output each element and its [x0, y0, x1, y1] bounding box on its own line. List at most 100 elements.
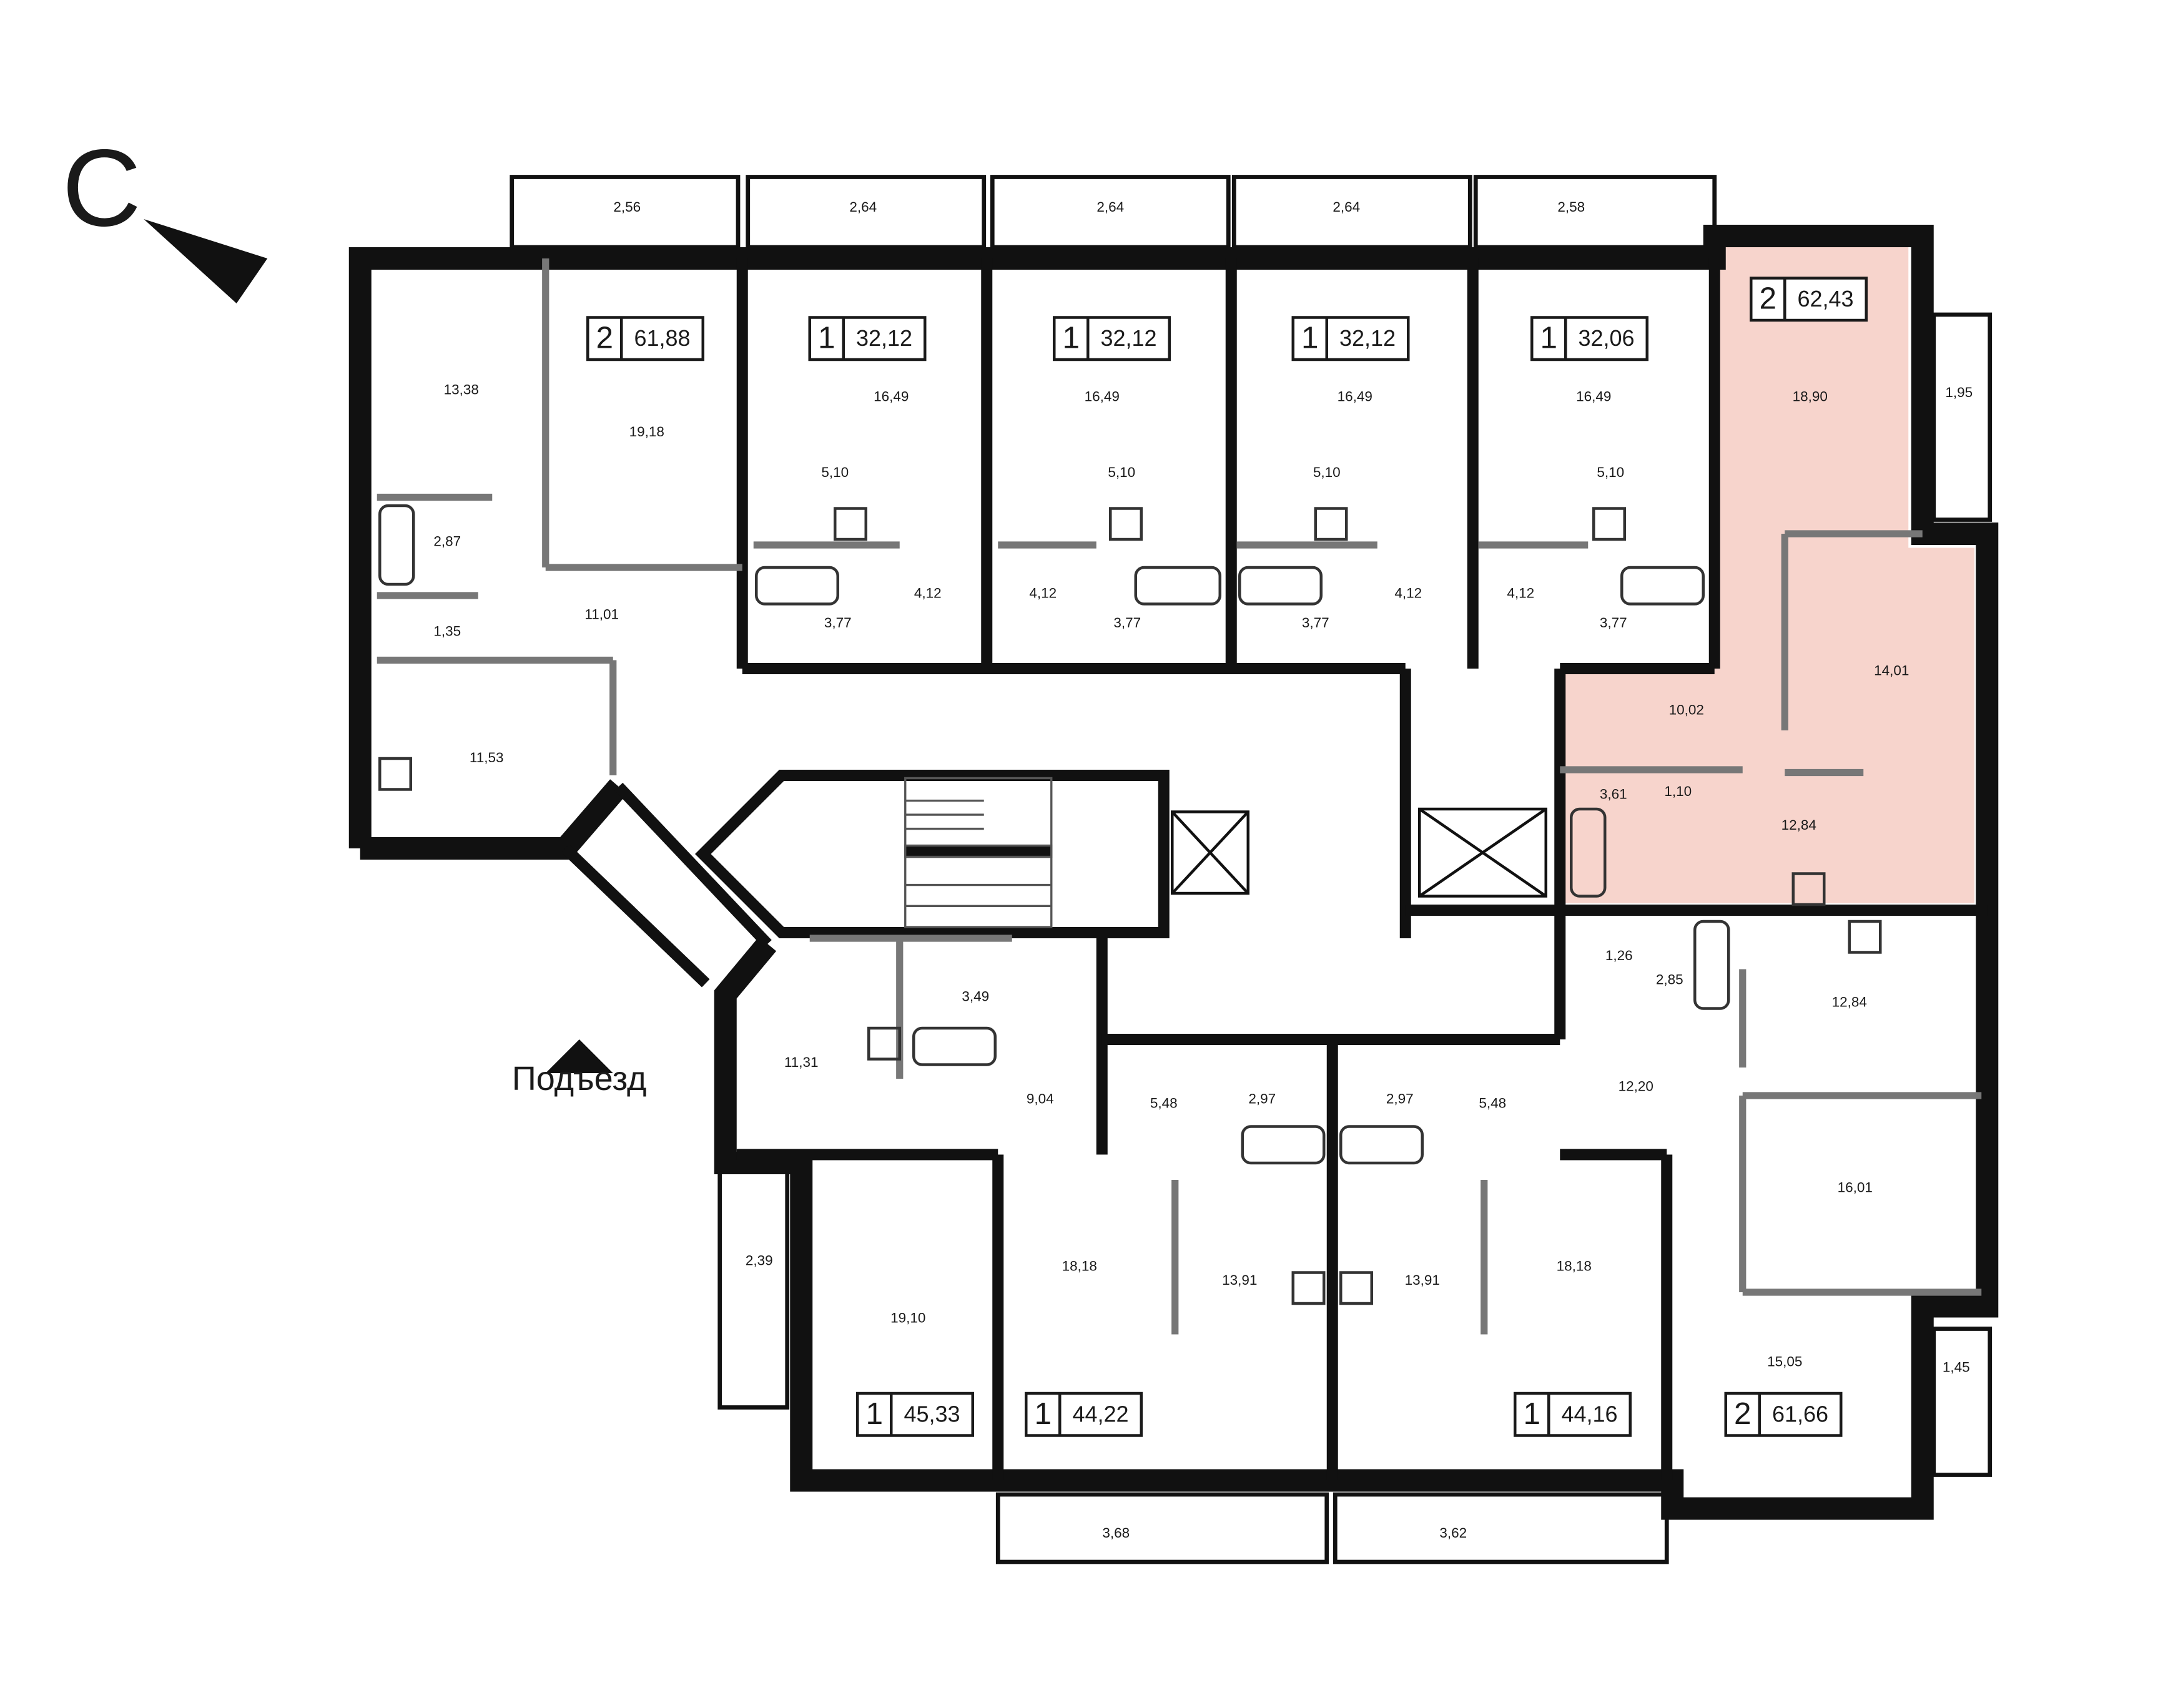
room-area: 14,01: [1874, 662, 1909, 678]
balcony-area: 1,95: [1945, 385, 1973, 400]
apartment-area: 32,12: [1100, 325, 1156, 351]
room-area: 5,48: [1150, 1095, 1178, 1111]
room-area: 3,77: [1113, 615, 1141, 631]
balcony-area: 3,68: [1102, 1525, 1130, 1541]
room-area: 5,10: [1313, 464, 1341, 480]
room-area: 13,38: [444, 381, 479, 397]
room-area: 19,10: [890, 1310, 925, 1326]
room-area: 3,77: [1302, 615, 1329, 631]
room-area: 12,20: [1619, 1078, 1653, 1094]
balcony-area: 1,45: [1943, 1359, 1970, 1375]
room-area: 4,12: [1029, 586, 1057, 601]
room-area: 2,97: [1386, 1091, 1414, 1107]
room-area: 16,49: [1338, 389, 1372, 405]
room-area: 3,77: [824, 615, 852, 631]
balcony-area: 2,64: [849, 199, 877, 215]
apartment-rooms: 1: [1540, 321, 1557, 355]
room-area: 5,48: [1479, 1095, 1506, 1111]
apartment-rooms: 2: [1734, 1396, 1752, 1431]
apartment-area: 32,06: [1578, 325, 1634, 351]
apartment-area: 44,16: [1561, 1401, 1617, 1427]
room-area: 4,12: [1394, 586, 1422, 601]
room-area: 16,01: [1838, 1179, 1873, 1195]
room-area: 1,26: [1605, 948, 1633, 963]
room-area: 3,61: [1600, 786, 1627, 802]
room-area: 5,10: [1108, 464, 1135, 480]
apartment-rooms: 1: [1523, 1396, 1540, 1431]
room-area: 13,91: [1405, 1272, 1440, 1288]
entrance-arrow-icon: [545, 1039, 613, 1073]
room-area: 9,04: [1027, 1091, 1054, 1107]
room-area: 2,87: [433, 533, 461, 549]
entrance-label: Подъезд: [512, 1060, 647, 1097]
balcony-area: 2,64: [1333, 199, 1360, 215]
apartment-rooms: 1: [1034, 1396, 1052, 1431]
room-area: 15,05: [1767, 1353, 1802, 1369]
balcony-labels: 2,56 2,64 2,64 2,64 2,58 1,95 2,39 3,68 3,62 1,45: [613, 199, 1973, 1541]
balcony-area: 2,56: [613, 199, 641, 215]
room-area: 18,18: [1062, 1258, 1097, 1274]
bathtubs: [378, 504, 1730, 1165]
apartment-area: 45,33: [904, 1401, 960, 1427]
room-area: 12,84: [1781, 817, 1816, 833]
apartment-area: 44,22: [1072, 1401, 1128, 1427]
apartment-area: 61,88: [634, 325, 690, 351]
apartment-area: 62,43: [1797, 286, 1853, 312]
room-area: 1,10: [1664, 783, 1692, 799]
room-area: 1,35: [433, 623, 461, 639]
apartment-rooms: 1: [818, 321, 835, 355]
room-area: 11,31: [784, 1054, 819, 1070]
room-area: 10,02: [1669, 702, 1704, 717]
kitchen-stoves: [378, 507, 1882, 1305]
elevator-shafts: [1171, 807, 1547, 898]
apartment-area: 32,12: [856, 325, 912, 351]
room-area: 5,10: [1597, 464, 1624, 480]
room-area: 5,10: [821, 464, 849, 480]
room-area: 4,12: [914, 586, 942, 601]
room-area: 2,97: [1248, 1091, 1276, 1107]
balcony-area: 2,64: [1096, 199, 1124, 215]
balcony-area: 3,62: [1439, 1525, 1467, 1541]
room-area: 3,77: [1600, 615, 1627, 631]
balcony-area: 2,58: [1557, 199, 1585, 215]
room-area: 16,49: [1576, 389, 1611, 405]
room-area: 2,85: [1656, 971, 1683, 987]
balcony-area: 2,39: [746, 1252, 773, 1268]
room-area: 16,49: [1085, 389, 1120, 405]
apartment-area: 32,12: [1339, 325, 1396, 351]
room-labels: 13,38 19,18 2,87 1,35 11,01 11,53 16,49 5,10 3,7…: [433, 381, 1909, 1369]
apartment-area: 61,66: [1772, 1401, 1828, 1427]
room-area: 4,12: [1507, 586, 1534, 601]
apartment-rooms: 2: [1759, 282, 1776, 316]
apartment-rooms: 2: [596, 321, 613, 355]
north-label: С: [62, 127, 141, 249]
highlighted-apartment[interactable]: [1560, 247, 1974, 903]
partitions: [377, 258, 1982, 1335]
apartment-rooms: 1: [1301, 321, 1319, 355]
room-area: 12,84: [1832, 994, 1867, 1009]
apartment-rooms: 1: [1062, 321, 1080, 355]
interior-walls: [561, 258, 1988, 1481]
stairwell: [904, 777, 1053, 928]
apartment-rooms: 1: [865, 1396, 883, 1431]
room-area: 19,18: [629, 424, 664, 439]
room-area: 18,18: [1557, 1258, 1592, 1274]
room-area: 13,91: [1222, 1272, 1257, 1288]
north-arrow-icon: [144, 219, 268, 303]
room-area: 18,90: [1793, 389, 1828, 405]
room-area: 3,49: [962, 988, 989, 1004]
room-area: 11,53: [470, 750, 504, 765]
room-area: 11,01: [584, 606, 619, 622]
